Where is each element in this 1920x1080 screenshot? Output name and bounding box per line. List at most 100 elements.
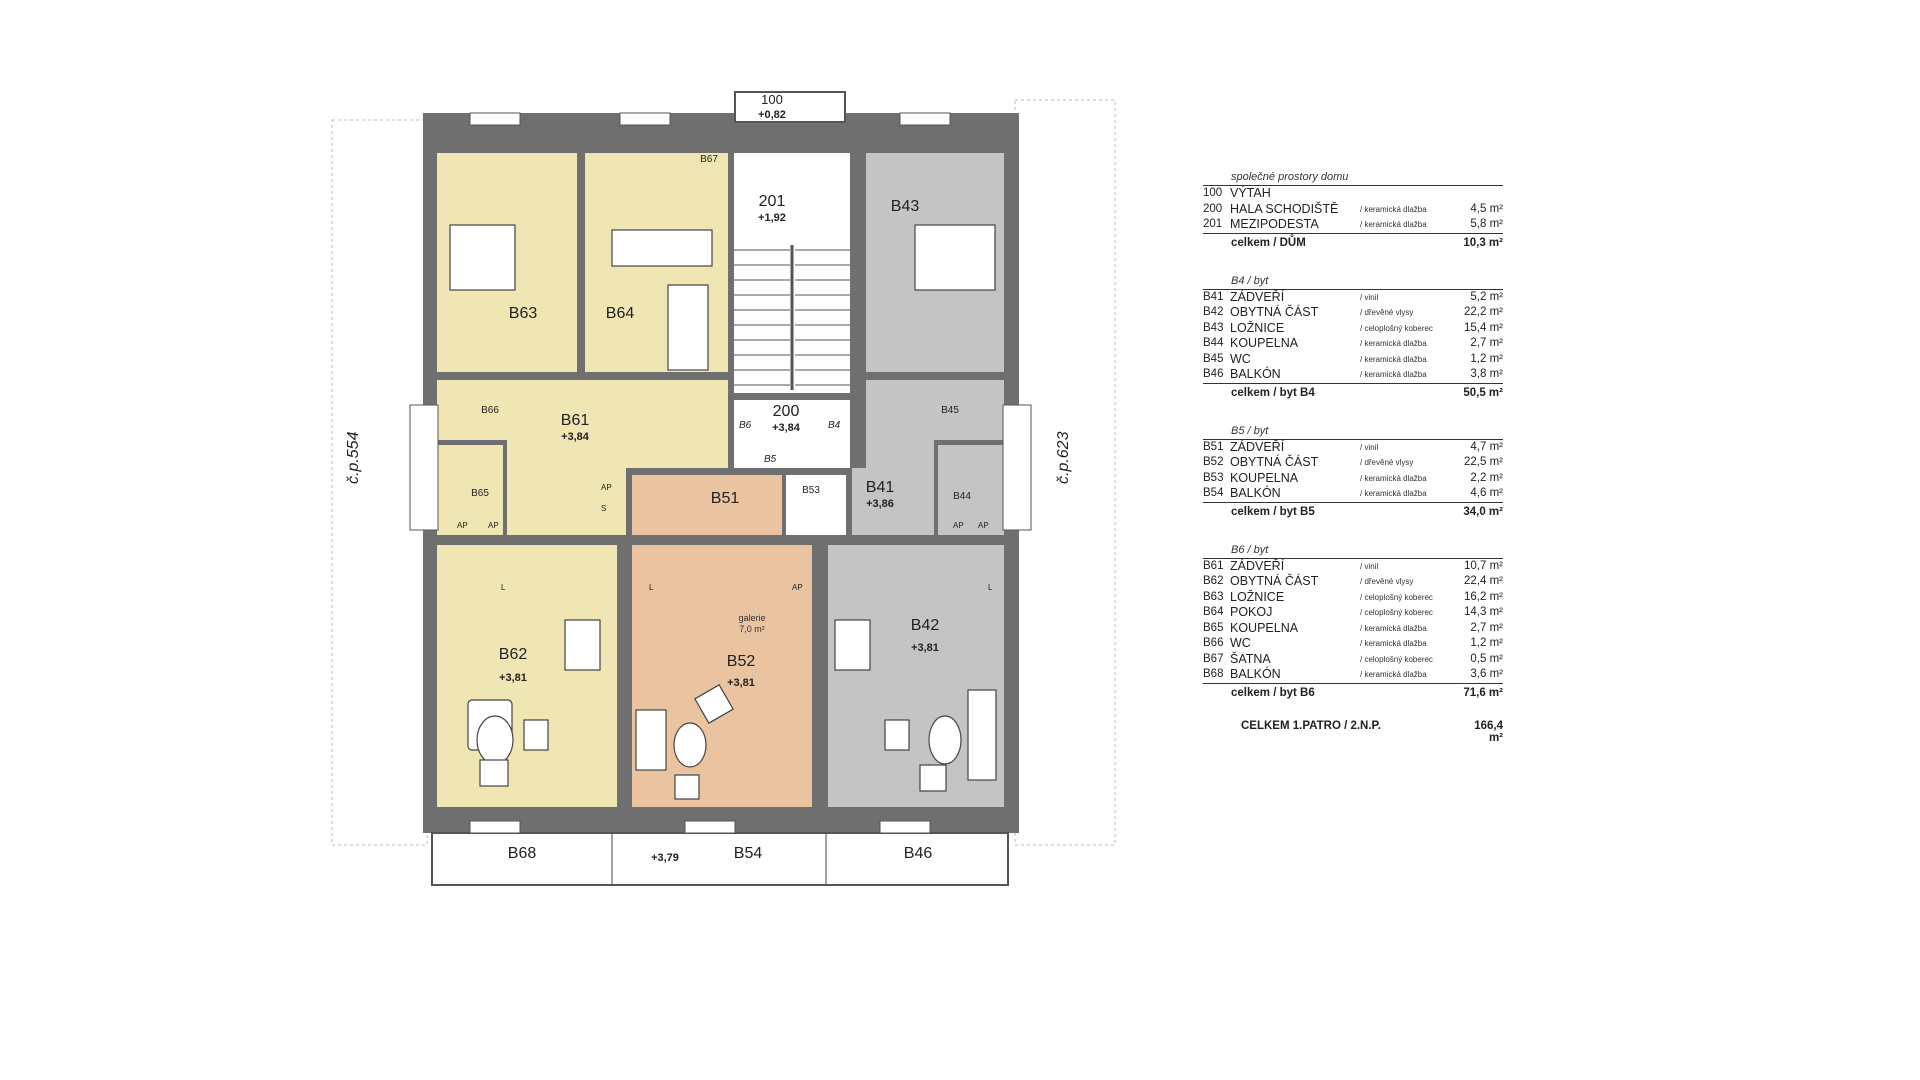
total-label: celkem / byt B4 bbox=[1231, 386, 1315, 399]
room-material: / dřevěné vlysy bbox=[1360, 308, 1414, 317]
room-code: B43 bbox=[1203, 321, 1224, 334]
label-b63: B63 bbox=[509, 305, 538, 322]
room-name: OBYTNÁ ČÁST bbox=[1230, 455, 1319, 469]
room-code: 200 bbox=[1203, 202, 1223, 215]
room-material: / keramická dlažba bbox=[1360, 623, 1427, 633]
elevation-201: +1,92 bbox=[758, 212, 786, 224]
room-name: OBYTNÁ ČÁST bbox=[1230, 305, 1319, 319]
gallery-area: 7,0 m² bbox=[739, 624, 765, 634]
room-area: 16,2 m² bbox=[1464, 590, 1503, 603]
room-name: BALKÓN bbox=[1230, 367, 1281, 381]
room-name: KOUPELNA bbox=[1230, 470, 1299, 485]
room-area: 22,2 m² bbox=[1464, 306, 1503, 318]
total-area: 50,5 m² bbox=[1463, 386, 1503, 399]
room-name: ZÁDVEŘÍ bbox=[1230, 558, 1285, 573]
neighbor-parcel-right bbox=[1014, 99, 1116, 846]
room-material: / keramická dlažba bbox=[1360, 473, 1427, 483]
elevation-b41: +3,86 bbox=[866, 498, 894, 510]
room-name: MEZIPODESTA bbox=[1230, 217, 1319, 231]
room-material: / dřevěné vlysy bbox=[1360, 577, 1414, 586]
elevator-shaft bbox=[734, 91, 846, 123]
room-code: B46 bbox=[1203, 368, 1224, 380]
appliance-ap-b61: AP bbox=[601, 483, 612, 492]
room-area: 2,2 m² bbox=[1470, 471, 1503, 484]
room-code: B62 bbox=[1203, 575, 1224, 587]
staircase-201 bbox=[730, 153, 850, 393]
elevation-b61: +3,84 bbox=[561, 431, 590, 443]
appliance-ap-b44: AP bbox=[953, 521, 964, 530]
staircase-steps bbox=[734, 245, 850, 390]
room-name: HALA SCHODIŠTĚ bbox=[1230, 201, 1339, 216]
appliance-ap-b52: AP bbox=[792, 583, 803, 592]
label-b51: B51 bbox=[711, 490, 740, 507]
room-code: B42 bbox=[1203, 306, 1224, 318]
room-material: / celoplošný koberec bbox=[1360, 608, 1433, 617]
label-b42: B42 bbox=[911, 617, 940, 634]
room-code: B41 bbox=[1203, 290, 1224, 303]
room-material: / keramická dlažba bbox=[1360, 489, 1427, 498]
room-area: 0,5 m² bbox=[1470, 652, 1503, 665]
room-area: 14,3 m² bbox=[1464, 606, 1503, 618]
room-area: 15,4 m² bbox=[1464, 321, 1503, 334]
elevation-b52: +3,81 bbox=[727, 677, 755, 689]
furniture bbox=[449, 224, 997, 800]
door-label-b6: B6 bbox=[739, 420, 752, 431]
legend-b4-title: B4 / byt bbox=[1203, 274, 1503, 290]
room-material: / keramická dlažba bbox=[1360, 220, 1427, 229]
room-area: 22,4 m² bbox=[1464, 575, 1503, 587]
appliance-l-b42: L bbox=[988, 583, 993, 592]
label-b61: B61 bbox=[561, 412, 590, 429]
room-b51 bbox=[632, 475, 782, 535]
label-201: 201 bbox=[759, 193, 786, 210]
room-material: / keramická dlažba bbox=[1360, 639, 1427, 648]
windows bbox=[409, 112, 1032, 834]
hall-200 bbox=[730, 400, 850, 468]
room-code: B44 bbox=[1203, 337, 1224, 349]
room-code: B54 bbox=[1203, 487, 1224, 499]
elevator-elevation: +0,82 bbox=[758, 109, 786, 121]
room-material: / dřevěné vlysy bbox=[1360, 458, 1414, 467]
label-b54: B54 bbox=[734, 845, 763, 862]
appliance-ap-b66: AP bbox=[488, 521, 499, 530]
appliance-ap-b45: AP bbox=[978, 521, 989, 530]
total-area: 71,6 m² bbox=[1463, 686, 1503, 699]
room-material: / keramická dlažba bbox=[1360, 204, 1427, 214]
legend-b5-title: B5 / byt bbox=[1203, 424, 1503, 440]
room-area: 10,7 m² bbox=[1464, 559, 1503, 572]
room-code: B52 bbox=[1203, 456, 1224, 468]
room-area: 5,2 m² bbox=[1470, 290, 1503, 303]
list-item: B67 ŠATNA / celoplošný koberec 0,5 m² bbox=[1203, 652, 1503, 668]
room-code: B67 bbox=[1203, 652, 1224, 665]
room-code: B63 bbox=[1203, 590, 1224, 603]
room-name: ŠATNA bbox=[1230, 651, 1271, 666]
room-code: B61 bbox=[1203, 559, 1224, 572]
room-name: BALKÓN bbox=[1230, 486, 1281, 500]
elevation-200: +3,84 bbox=[772, 422, 801, 434]
room-name: KOUPELNA bbox=[1230, 336, 1299, 350]
room-area: 5,8 m² bbox=[1470, 218, 1503, 230]
label-b62: B62 bbox=[499, 646, 528, 663]
appliance-ap-b65: AP bbox=[457, 521, 468, 530]
room-area bbox=[1457, 186, 1503, 202]
room-b62 bbox=[437, 545, 617, 807]
list-item: B42 OBYTNÁ ČÁST / dřevěné vlysy 22,2 m² bbox=[1203, 305, 1503, 321]
room-code: B65 bbox=[1203, 621, 1224, 634]
gallery-label: galerie bbox=[738, 613, 765, 623]
room-area: 22,5 m² bbox=[1464, 456, 1503, 468]
room-name: WC bbox=[1230, 636, 1251, 650]
label-b64: B64 bbox=[606, 305, 635, 322]
room-name: ZÁDVEŘÍ bbox=[1230, 439, 1285, 454]
room-material: / celoplošný koberec bbox=[1360, 654, 1433, 664]
room-area: 2,7 m² bbox=[1470, 337, 1503, 349]
